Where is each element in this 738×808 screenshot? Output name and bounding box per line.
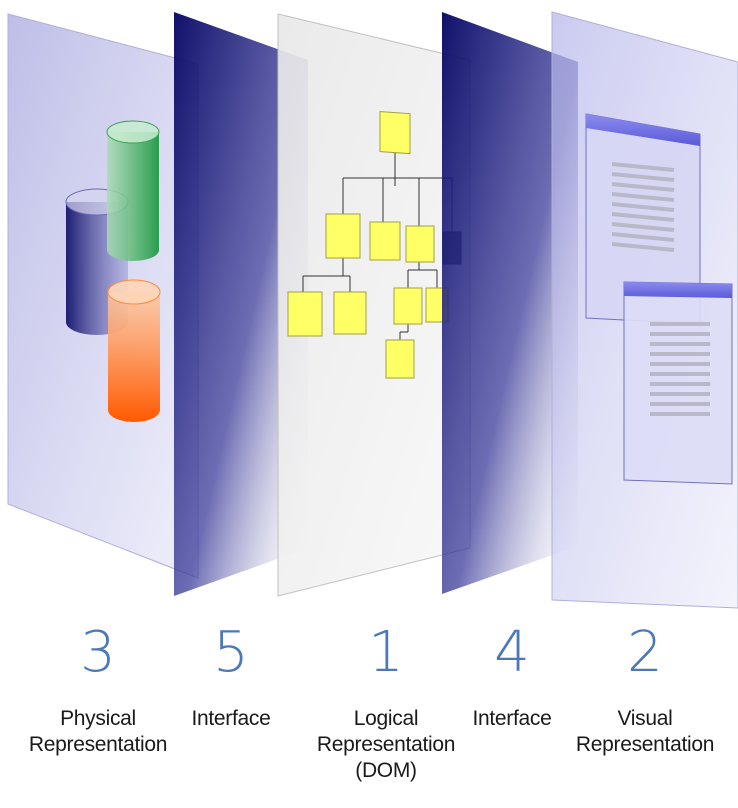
layer-label-interface-right: Interface [472, 707, 552, 730]
dom-node [405, 225, 435, 263]
dom-node [379, 111, 411, 155]
interface-plane-left [174, 12, 308, 596]
layer-label-physical: Physical Representation [28, 707, 168, 756]
dom-node [333, 291, 367, 335]
dom-node [393, 287, 423, 325]
dom-node [385, 339, 415, 379]
layer-planes-illustration [7, 11, 738, 609]
dom-node [287, 291, 323, 337]
layer-label-interface-left: Interface [191, 707, 271, 730]
dom-node [325, 213, 361, 259]
logical-representation-plane [277, 13, 471, 597]
layer-label-logical: Logical Representation (DOM) [316, 707, 456, 782]
dom-node [369, 221, 401, 261]
layer-number-interface-right: 4 [494, 620, 530, 685]
window-icon [585, 113, 733, 485]
layer-number-physical: 3 [80, 620, 116, 685]
layer-number-logical: 1 [368, 620, 404, 685]
layer-number-visual: 2 [627, 620, 663, 685]
interface-plane-right [442, 12, 578, 594]
layer-number-interface-left: 5 [213, 620, 249, 685]
cylinder-icon [65, 120, 161, 422]
visual-representation-plane [551, 11, 738, 609]
physical-representation-plane [7, 13, 199, 579]
layer-label-visual: Visual Representation [575, 707, 715, 756]
